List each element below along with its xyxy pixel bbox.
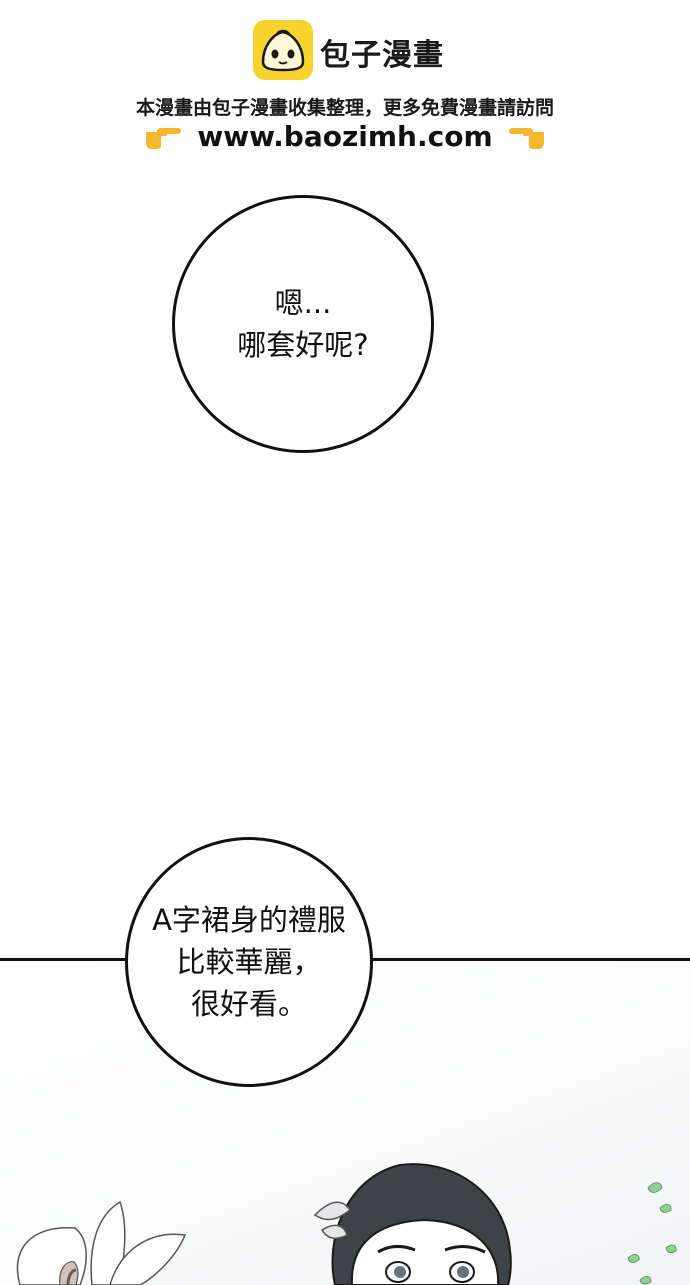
pointing-hand-icon: [146, 128, 182, 149]
woman-portrait-icon: [313, 1163, 512, 1285]
pointing-hand-icon: [508, 128, 544, 149]
bubble-text: A字裙身的禮服 比較華麗， 很好看。: [152, 899, 346, 1025]
leaves-icon: [627, 1182, 677, 1285]
url-row: www.baozimh.com: [0, 118, 690, 154]
collection-notice: 本漫畫由包子漫畫收集整理，更多免費漫畫請訪問: [135, 97, 554, 119]
site-link[interactable]: www.baozimh.com: [197, 119, 493, 153]
brand-name: 包子漫畫: [320, 38, 444, 73]
speech-bubble-2: A字裙身的禮服 比較華麗， 很好看。: [125, 837, 373, 1087]
bubble-line: 哪套好呢?: [237, 328, 369, 362]
bubble-line: 嗯...: [274, 285, 332, 320]
bubble-text: 嗯... 哪套好呢?: [237, 282, 368, 366]
bubble-line: A字裙身的禮服: [152, 902, 346, 937]
bun-mascot-icon: [253, 20, 313, 80]
lily-flower-icon: [16, 1200, 187, 1285]
panel-artwork: [16, 1163, 677, 1285]
bubble-line: 比較華麗，: [176, 944, 322, 979]
speech-bubble-1: 嗯... 哪套好呢?: [172, 195, 434, 453]
bubble-line: 很好看。: [190, 987, 307, 1022]
